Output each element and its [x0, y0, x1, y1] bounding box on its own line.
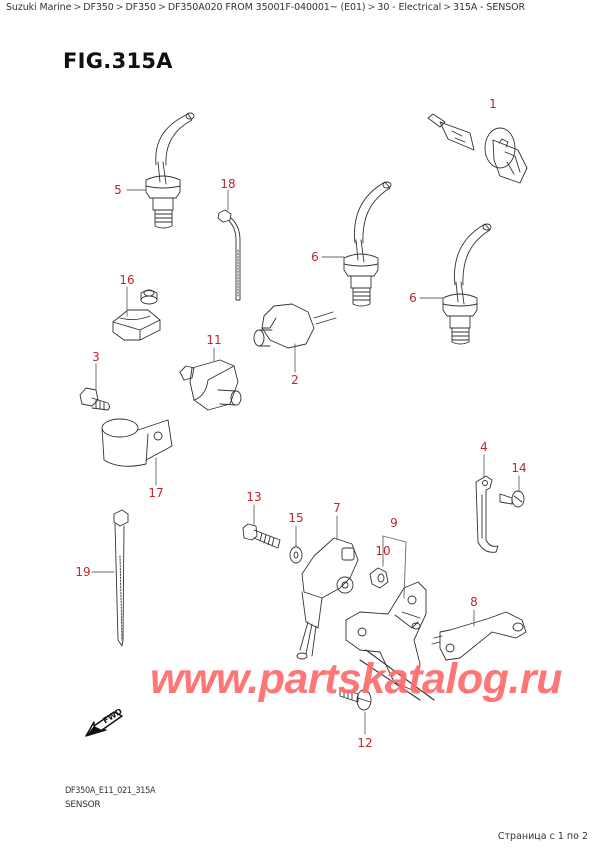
breadcrumb-separator: >: [443, 2, 451, 13]
callout-part-18[interactable]: 18: [220, 177, 236, 191]
callout-part-17[interactable]: 17: [148, 486, 164, 500]
callout-part-11[interactable]: 11: [206, 333, 222, 347]
part-1-sensor-connector: [427, 113, 528, 184]
fwd-arrow-icon: FWD: [85, 708, 124, 737]
callout-part-6a[interactable]: 6: [311, 250, 319, 264]
callout-part-1[interactable]: 1: [489, 97, 497, 111]
callout-part-4[interactable]: 4: [480, 440, 488, 454]
breadcrumb-separator: >: [73, 2, 82, 13]
part-19-cable-tie: [91, 509, 129, 647]
part-9-bracket: [345, 535, 435, 701]
breadcrumb-separator: >: [115, 2, 124, 13]
part-18-cable-tie: [217, 189, 241, 301]
page-indicator: Страница с 1 по 2: [497, 831, 588, 842]
watermark: www.partskatalog.ru: [150, 655, 562, 703]
callout-part-12[interactable]: 12: [357, 736, 373, 750]
part-6-sensor-a: [321, 181, 392, 307]
breadcrumb-separator: >: [157, 2, 166, 13]
breadcrumb-item-submodel[interactable]: DF350: [125, 2, 157, 13]
callout-part-14[interactable]: 14: [511, 461, 527, 475]
callout-part-15[interactable]: 15: [288, 511, 304, 525]
breadcrumb-item-serial-range[interactable]: DF350A020 FROM 35001F-040001~ (E01): [167, 2, 366, 13]
callout-part-13[interactable]: 13: [246, 490, 262, 504]
part-7-throttle-sensor: [296, 515, 359, 660]
breadcrumb-item-model[interactable]: DF350: [83, 2, 114, 13]
part-10-nut: [369, 558, 389, 589]
part-12-screw: [339, 687, 372, 735]
part-3-bolt: [79, 363, 110, 411]
callout-part-16[interactable]: 16: [119, 273, 135, 287]
drawing-code: DF350A_E11_021_315A: [65, 786, 156, 796]
part-4-strap: [475, 454, 499, 553]
callout-part-10[interactable]: 10: [375, 544, 391, 558]
breadcrumb: Suzuki Marine>DF350>DF350>DF350A020 FROM…: [6, 2, 525, 13]
part-14-screw: [499, 475, 525, 508]
breadcrumb-item-figure: 315A - SENSOR: [453, 2, 526, 13]
callout-part-19[interactable]: 19: [75, 565, 91, 579]
callout-part-5[interactable]: 5: [114, 183, 122, 197]
figure-caption: SENSOR: [65, 800, 101, 810]
callout-part-2[interactable]: 2: [291, 373, 299, 387]
callout-part-3[interactable]: 3: [92, 350, 100, 364]
callout-part-7[interactable]: 7: [333, 501, 341, 515]
part-15-washer: [289, 525, 303, 564]
breadcrumb-separator: >: [367, 2, 376, 13]
part-6-sensor-b: [419, 223, 492, 345]
part-5-sensor: [126, 112, 195, 229]
part-16-clamp: [112, 286, 161, 341]
callout-part-8[interactable]: 8: [470, 595, 478, 609]
part-13-bolt: [242, 504, 281, 549]
figure-title: FIG.315A: [63, 49, 173, 73]
part-11-pressure-sensor: [179, 347, 242, 411]
part-2-knock-sensor: [253, 303, 337, 373]
callout-part-9[interactable]: 9: [390, 516, 398, 530]
callout-part-6b[interactable]: 6: [409, 291, 417, 305]
part-17-p-clamp: [101, 418, 173, 486]
breadcrumb-item-brand[interactable]: Suzuki Marine: [6, 2, 72, 13]
breadcrumb-item-section[interactable]: 30 - Electrical: [377, 2, 442, 13]
part-8-link-arm: [431, 609, 527, 661]
